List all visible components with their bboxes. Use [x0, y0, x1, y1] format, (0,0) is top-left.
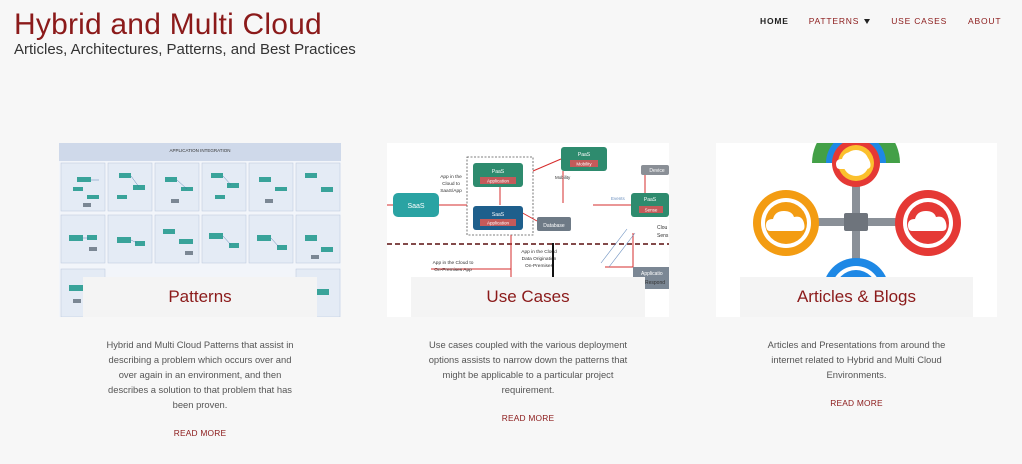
card-articles-blogs: Articles & Blogs Articles and Presentati… [716, 143, 997, 408]
nav-patterns[interactable]: PATTERNS [808, 16, 871, 26]
card-title-articles-blogs[interactable]: Articles & Blogs [740, 277, 973, 317]
read-more-articles-link[interactable]: READ MORE [830, 398, 883, 408]
applicatio-label: Applicatio [641, 271, 663, 277]
paas-box-2-label: PaaS [578, 152, 591, 158]
patterns-thumbnail[interactable]: APPLICATION INTEGRATION [59, 143, 341, 317]
saas-box-label: SaaS [407, 203, 424, 210]
card-title-use-cases[interactable]: Use Cases [411, 277, 645, 317]
app-cloud-onprem-line-1: App in the Cloud to [433, 260, 474, 266]
mobility-caption: Mobility [555, 175, 571, 180]
nav-about[interactable]: ABOUT [968, 16, 1002, 26]
site-tagline: Articles, Architectures, Patterns, and B… [14, 41, 356, 58]
app-cloud-data-line-1: App in the Cloud [521, 249, 557, 255]
cloud-shape-top [836, 152, 871, 169]
read-more-use-cases-link[interactable]: READ MORE [501, 413, 555, 423]
paas-box-1-label: PaaS [492, 169, 505, 175]
articles-thumbnail[interactable]: Articles & Blogs [716, 143, 997, 317]
paas-box-3-label: PaaS [644, 197, 657, 203]
database-label: Database [543, 223, 565, 229]
cloud-icon-left [753, 190, 819, 256]
diagram-header-text: APPLICATION INTEGRATION [169, 148, 230, 153]
saas-box-2-label: SaaS [492, 212, 505, 218]
app-cloud-onprem-line-2: On-Premises App [434, 267, 472, 273]
mobility-label: Mobility [576, 162, 592, 167]
site-title[interactable]: Hybrid and Multi Cloud [14, 8, 322, 41]
card-description-use-cases: Use cases coupled with the various deplo… [428, 339, 628, 395]
nav-use-cases[interactable]: USE CASES [891, 16, 948, 26]
use-cases-thumbnail[interactable]: SaaS PaaS Application SaaS Application P… [387, 143, 669, 317]
application-label-2: Application [487, 221, 510, 226]
card-patterns: APPLICATION INTEGRATION [59, 143, 341, 438]
events-label: Events [611, 196, 626, 201]
nav-patterns-label: PATTERNS [808, 16, 860, 26]
read-more-patterns-link[interactable]: READ MORE [173, 428, 227, 438]
app-cloud-saas-line-2: Cloud to [442, 181, 460, 187]
sense-label: Sense [645, 208, 658, 213]
card-use-cases: SaaS PaaS Application SaaS Application P… [387, 143, 669, 423]
app-cloud-saas-line-3: SaaS/App [440, 188, 462, 194]
caret-down-icon [864, 18, 871, 24]
sens-label: Sens [657, 233, 669, 239]
cloud-icon-right [895, 190, 961, 256]
patterns-diagram-image: APPLICATION INTEGRATION [59, 143, 341, 317]
card-description-patterns: Hybrid and Multi Cloud Patterns that ass… [106, 339, 294, 410]
nav-home[interactable]: HOME [760, 16, 789, 26]
card-title-patterns[interactable]: Patterns [83, 277, 317, 317]
app-cloud-data-line-2: Data Origination [522, 256, 557, 262]
main-nav: HOME PATTERNS USE CASES ABOUT [760, 16, 1001, 26]
application-label-1: Application [487, 179, 510, 184]
respond-label: Respond [645, 280, 665, 286]
card-description-articles-blogs: Articles and Presentations from around t… [767, 339, 946, 380]
app-cloud-data-line-3: On-Premises [525, 263, 554, 269]
device-label: Device [649, 168, 665, 174]
app-cloud-saas-line-1: App in the [440, 174, 462, 180]
clou-label: Clou [657, 225, 668, 231]
